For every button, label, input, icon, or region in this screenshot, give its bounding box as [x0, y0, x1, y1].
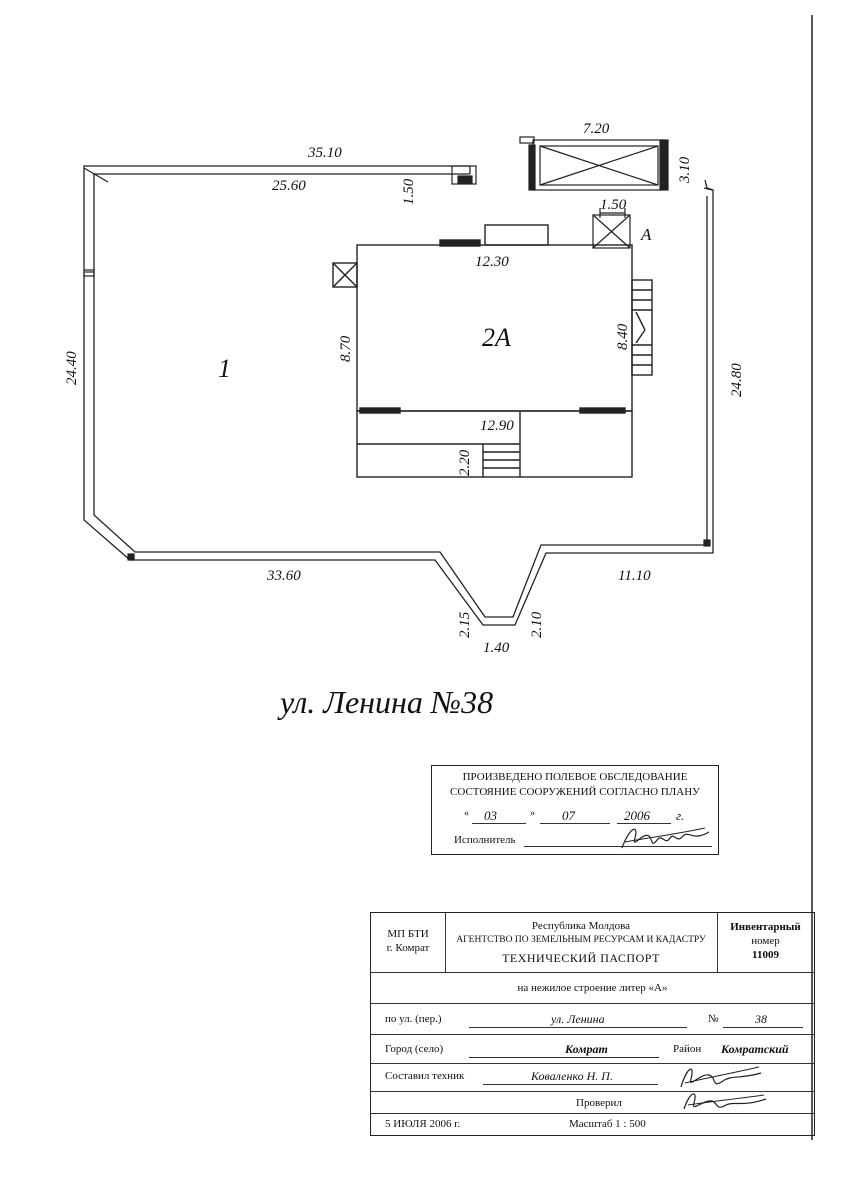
technician-signature: [680, 1066, 762, 1088]
composed-value: Коваленко Н. П.: [531, 1069, 613, 1083]
stamp-line-2: СОСТОЯНИЕ СООРУЖЕНИЙ СОГЛАСНО ПЛАНУ: [450, 786, 700, 798]
org-short: МП БТИ: [387, 928, 429, 940]
dim-bottom-left: 33.60: [266, 568, 301, 584]
dim-gate-width: 1.40: [483, 640, 510, 656]
label-plot: 1: [218, 354, 231, 383]
dim-right: 24.80: [729, 363, 745, 397]
number-label: №: [708, 1013, 719, 1025]
inv-label-2: номер: [751, 935, 780, 947]
executor-signature: [621, 827, 710, 849]
dim-gate-left: 2.15: [457, 611, 473, 638]
dim-annex-width: 7.20: [583, 121, 610, 137]
plot-boundary: [83, 165, 714, 626]
dim-bldg-top: 12.30: [475, 254, 509, 270]
dim-top-inner: 25.60: [272, 178, 306, 194]
street-value: ул. Ленина: [551, 1012, 605, 1026]
doc-title: ТЕХНИЧЕСКИЙ ПАСПОРТ: [502, 951, 660, 965]
stamp-executor-label: Исполнитель: [454, 834, 516, 846]
agency: АГЕНТСТВО ПО ЗЕМЕЛЬНЫМ РЕСУРСАМ И КАДАСТ…: [456, 935, 706, 945]
stamp-year-suffix: г.: [676, 808, 685, 823]
district-label: Район: [673, 1043, 702, 1055]
city-label: Город (село): [385, 1043, 444, 1055]
stamp-line-1: ПРОИЗВЕДЕНО ПОЛЕВОЕ ОБСЛЕДОВАНИЕ: [462, 771, 688, 783]
street-label: по ул. (пер.): [385, 1013, 442, 1025]
dim-bldg-right: 8.40: [615, 323, 631, 350]
annex-small: [592, 208, 631, 249]
label-building: 2А: [482, 323, 511, 352]
checked-label: Проверил: [576, 1097, 622, 1109]
dim-left: 24.40: [64, 351, 80, 385]
composed-label: Составил техник: [385, 1070, 465, 1082]
city-value: Комрат: [565, 1042, 608, 1056]
street-title: ул. Ленина №38: [280, 684, 494, 720]
label-annex: А: [640, 225, 652, 244]
dim-gate-right: 2.10: [529, 611, 545, 638]
stamp-year: 2006: [624, 808, 650, 823]
stamp-month: 07: [562, 808, 575, 823]
doc-date: 5 ИЮЛЯ 2006 г.: [385, 1118, 461, 1130]
republic: Республика Молдова: [531, 920, 631, 932]
annex-7x3: [519, 136, 669, 191]
inv-number: 11009: [752, 949, 779, 961]
dim-bottom-right: 11.10: [618, 568, 651, 584]
inv-label-1: Инвентарный: [730, 921, 801, 933]
dim-top-outer: 35.10: [307, 145, 342, 161]
fence-details: [83, 165, 713, 561]
dim-bldg-bottom: 12.90: [480, 418, 514, 434]
org-city: г. Комрат: [386, 942, 430, 954]
dim-gap-small: 1.50: [401, 178, 417, 205]
title-block: МП БТИ г. Комрат Республика Молдова АГЕН…: [370, 912, 815, 1136]
dim-bldg-left: 8.70: [338, 335, 354, 362]
dim-annex-small: 1.50: [600, 197, 627, 213]
stamp-day: 03: [484, 808, 497, 823]
scale: Масштаб 1 : 500: [569, 1118, 646, 1130]
dim-porch: 2.20: [457, 449, 473, 476]
dim-annex-height: 3.10: [677, 156, 693, 184]
checker-signature: [683, 1093, 767, 1110]
building-2a: [332, 224, 653, 478]
district-value: Комратский: [721, 1042, 789, 1056]
number-value: 38: [755, 1012, 767, 1026]
inspection-stamp: ПРОИЗВЕДЕНО ПОЛЕВОЕ ОБСЛЕДОВАНИЕ СОСТОЯН…: [431, 765, 719, 855]
object-description: на нежилое строение литер «А»: [517, 982, 668, 994]
